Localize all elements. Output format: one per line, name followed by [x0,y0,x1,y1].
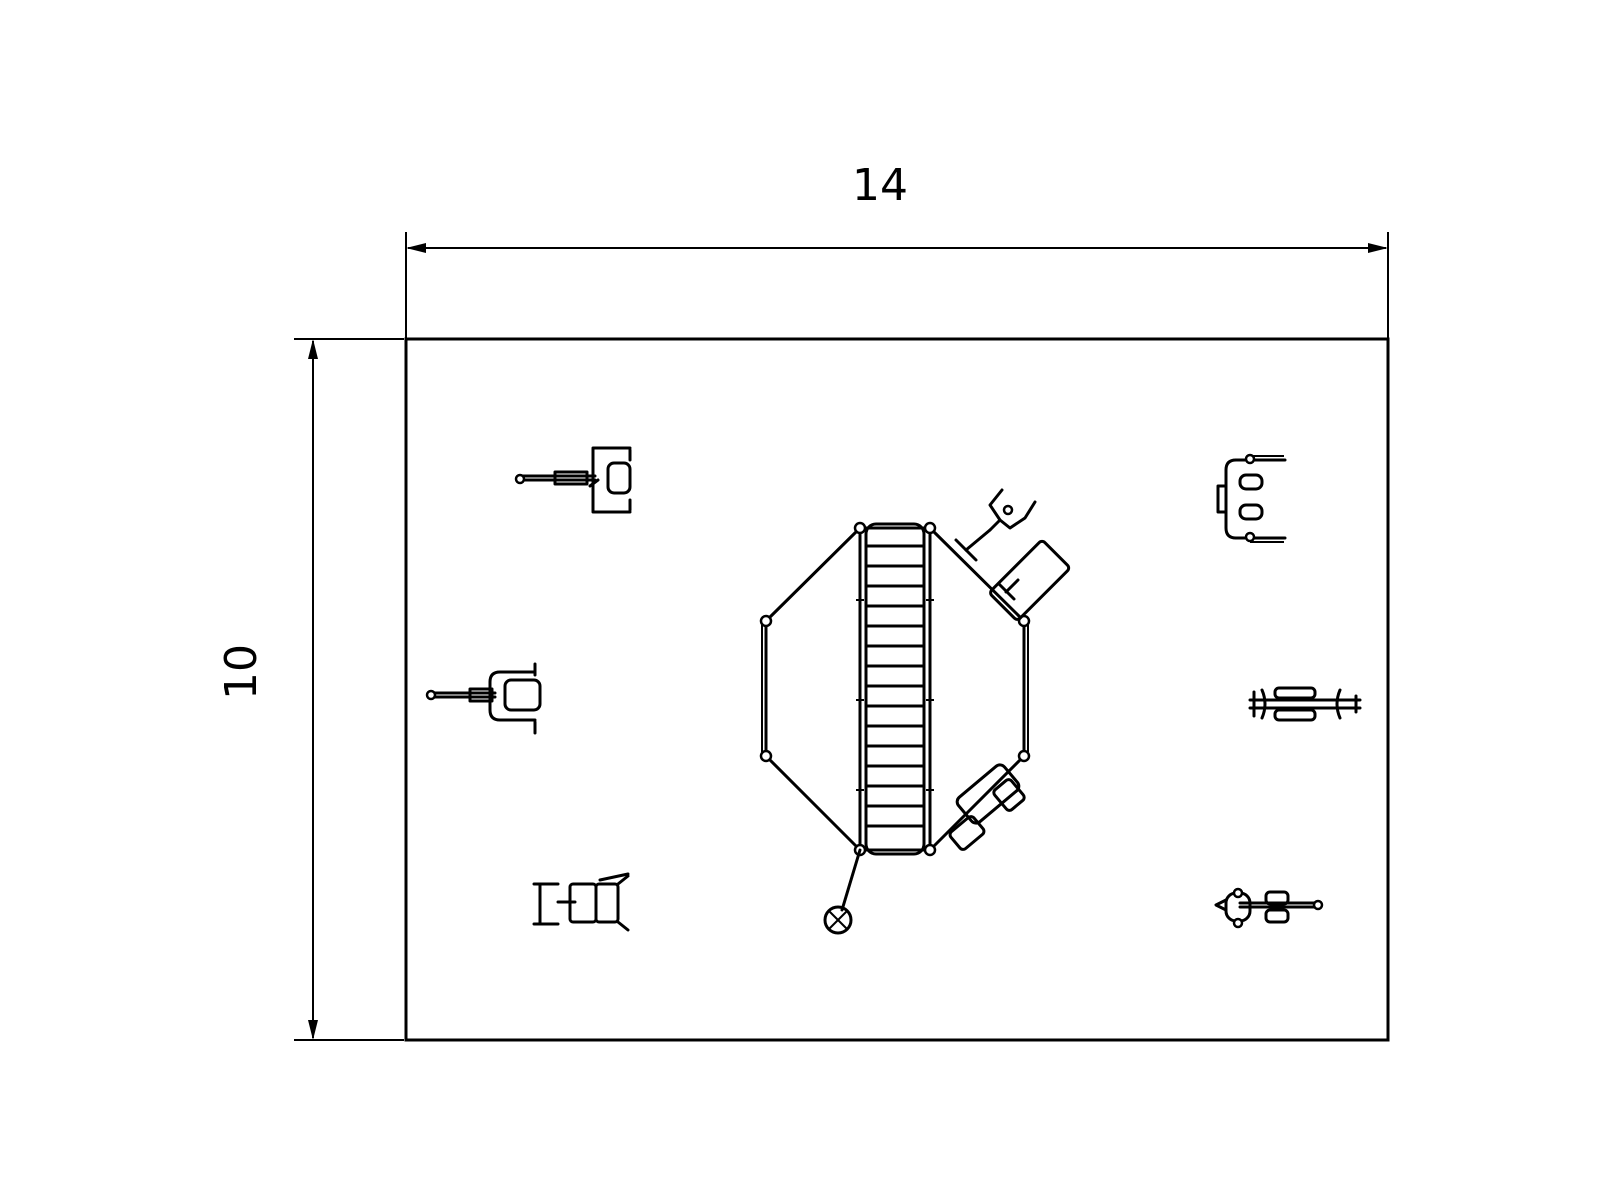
ladder-rungs [864,544,926,828]
climbing-frame-attachment-top-right [954,488,1071,621]
octagonal-climbing-frame [759,488,1071,935]
site-boundary [404,337,1390,1042]
exercise-station-top-right [1216,453,1287,543]
exercise-station-bottom-right [1214,887,1324,929]
height-dimension-label: 10 [216,644,267,700]
exercise-station-top-left [514,446,632,514]
exercise-station-middle-left [425,662,542,735]
climbing-frame-attachment-bottom-right [948,763,1026,851]
exercise-station-bottom-left [532,872,630,932]
width-dimension-label: 14 [852,160,908,211]
height-dimension: 10 [216,338,404,1041]
exercise-station-middle-right [1248,686,1362,722]
width-dimension: 14 [405,160,1389,340]
climbing-frame-steering-wheel [823,848,862,935]
